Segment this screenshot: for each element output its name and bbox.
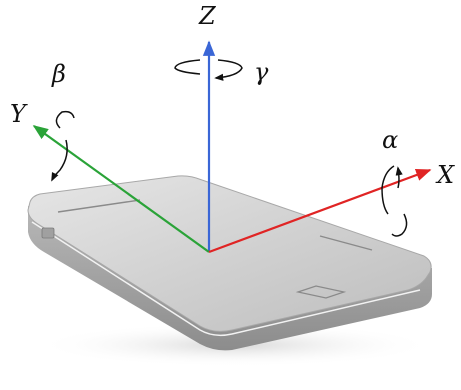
y-axis [32, 125, 210, 253]
x-axis [208, 168, 432, 254]
top-groove-left [57, 199, 141, 213]
beta-rotation-arrow [51, 110, 75, 182]
gamma-rotation-arrow [174, 59, 243, 81]
x-axis-label: X [435, 161, 455, 189]
gamma-label: γ [254, 58, 269, 86]
alpha-rotation-arrow [381, 165, 408, 237]
device [27, 175, 435, 367]
device-top-face [27, 175, 432, 332]
top-slot [295, 285, 347, 299]
y-axis-label: Y [10, 100, 28, 128]
z-axis-label: Z [198, 2, 217, 30]
side-port [41, 227, 55, 239]
beta-label: β [51, 60, 66, 88]
alpha-label: α [382, 126, 398, 154]
top-groove-right [319, 235, 373, 251]
